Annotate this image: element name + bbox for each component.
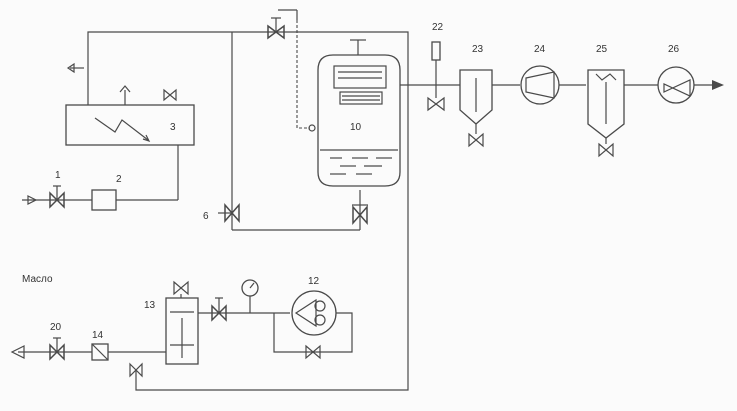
separator-23 bbox=[459, 69, 493, 148]
label-10: 10 bbox=[350, 122, 362, 133]
pump-bypass-pipe bbox=[273, 312, 353, 353]
oil-tank-vent-valve bbox=[173, 280, 189, 298]
label-22: 22 bbox=[432, 22, 444, 33]
oil-feed-valve bbox=[211, 297, 227, 322]
oil-label: Масло bbox=[22, 274, 53, 285]
thermometer-bulb bbox=[308, 124, 316, 132]
reactor-tank-10 bbox=[317, 39, 401, 187]
filter-14 bbox=[91, 343, 109, 361]
filter-2 bbox=[91, 189, 117, 211]
left-outlet-arrow bbox=[66, 62, 84, 74]
label-12: 12 bbox=[308, 276, 320, 287]
label-1: 1 bbox=[55, 170, 61, 181]
pump-26 bbox=[657, 66, 695, 104]
top-gate-valve bbox=[267, 17, 285, 40]
label-24: 24 bbox=[534, 44, 546, 55]
pump-24 bbox=[520, 65, 560, 105]
label-3: 3 bbox=[170, 122, 176, 133]
label-20: 20 bbox=[50, 322, 62, 333]
label-13: 13 bbox=[144, 300, 156, 311]
label-2: 2 bbox=[116, 174, 122, 185]
inlet-arrow bbox=[27, 195, 38, 205]
oil-outlet-arrow bbox=[10, 345, 25, 359]
label-14: 14 bbox=[92, 330, 104, 341]
valve-6 bbox=[218, 203, 240, 223]
label-26: 26 bbox=[668, 44, 680, 55]
bypass-valve bbox=[305, 344, 321, 360]
dashed-signal-line bbox=[296, 20, 310, 129]
label-6: 6 bbox=[203, 211, 209, 222]
sight-glass-22 bbox=[431, 41, 441, 61]
oil-drain-valve bbox=[129, 362, 143, 378]
separator-25 bbox=[587, 69, 625, 158]
pressure-gauge bbox=[241, 279, 259, 313]
heat-exchanger-3 bbox=[65, 104, 195, 146]
valve-20 bbox=[49, 337, 65, 361]
label-23: 23 bbox=[472, 44, 484, 55]
exchanger-up-arrow bbox=[119, 85, 131, 105]
top-loop-pipe bbox=[87, 31, 409, 391]
inlet-valve-1 bbox=[49, 185, 65, 209]
exchanger-vent-valve bbox=[163, 88, 177, 102]
heat-exchanger-coil bbox=[94, 117, 149, 141]
gear-pump-12 bbox=[291, 290, 337, 336]
label-25: 25 bbox=[596, 44, 608, 55]
outlet-drain-valve bbox=[427, 85, 445, 112]
tank-drain-valve bbox=[352, 204, 368, 225]
final-outlet-arrow bbox=[712, 80, 724, 90]
